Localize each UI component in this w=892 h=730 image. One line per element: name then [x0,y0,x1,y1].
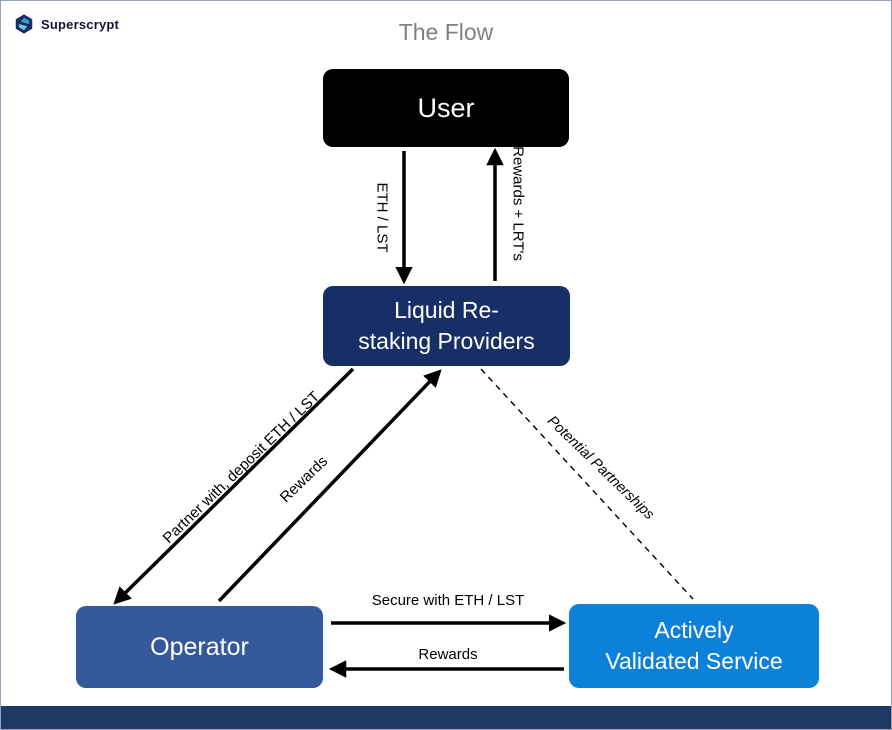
node-lrp-label-line2: staking Providers [358,328,535,354]
page-title: The Flow [398,19,494,45]
node-user-label: User [417,92,475,123]
node-user: User [323,69,569,147]
node-operator: Operator [76,606,323,688]
brand: Superscrypt [13,13,119,35]
edge-label-potential-partnerships: Potential Partnerships [543,412,658,524]
brand-name: Superscrypt [41,16,120,32]
edge-label-rewards-plus-lrts: Rewards + LRT's [509,146,527,261]
arrow-operator-to-lrp [217,369,442,603]
edge-label-rewards-diagonal: Rewards [276,452,332,507]
node-operator-label: Operator [150,632,249,661]
node-avs-label-line2: Validated Service [605,648,783,674]
edge-label-secure-with-eth-lst: Secure with ETH / LST [371,592,525,609]
edge-label-rewards-horizontal: Rewards [418,646,478,663]
superscrypt-logo-icon [13,13,35,35]
node-lrp-label-line1: Liquid Re- [394,296,499,323]
dashed-line-lrp-to-avs [480,368,694,600]
edge-label-eth-lst: ETH / LST [373,182,391,253]
node-avs-label-line1: Actively [654,616,734,643]
node-liquid-restaking-providers: Liquid Re- staking Providers [323,286,570,366]
bottom-accent-bar [1,706,891,729]
node-actively-validated-service: Actively Validated Service [569,604,819,688]
